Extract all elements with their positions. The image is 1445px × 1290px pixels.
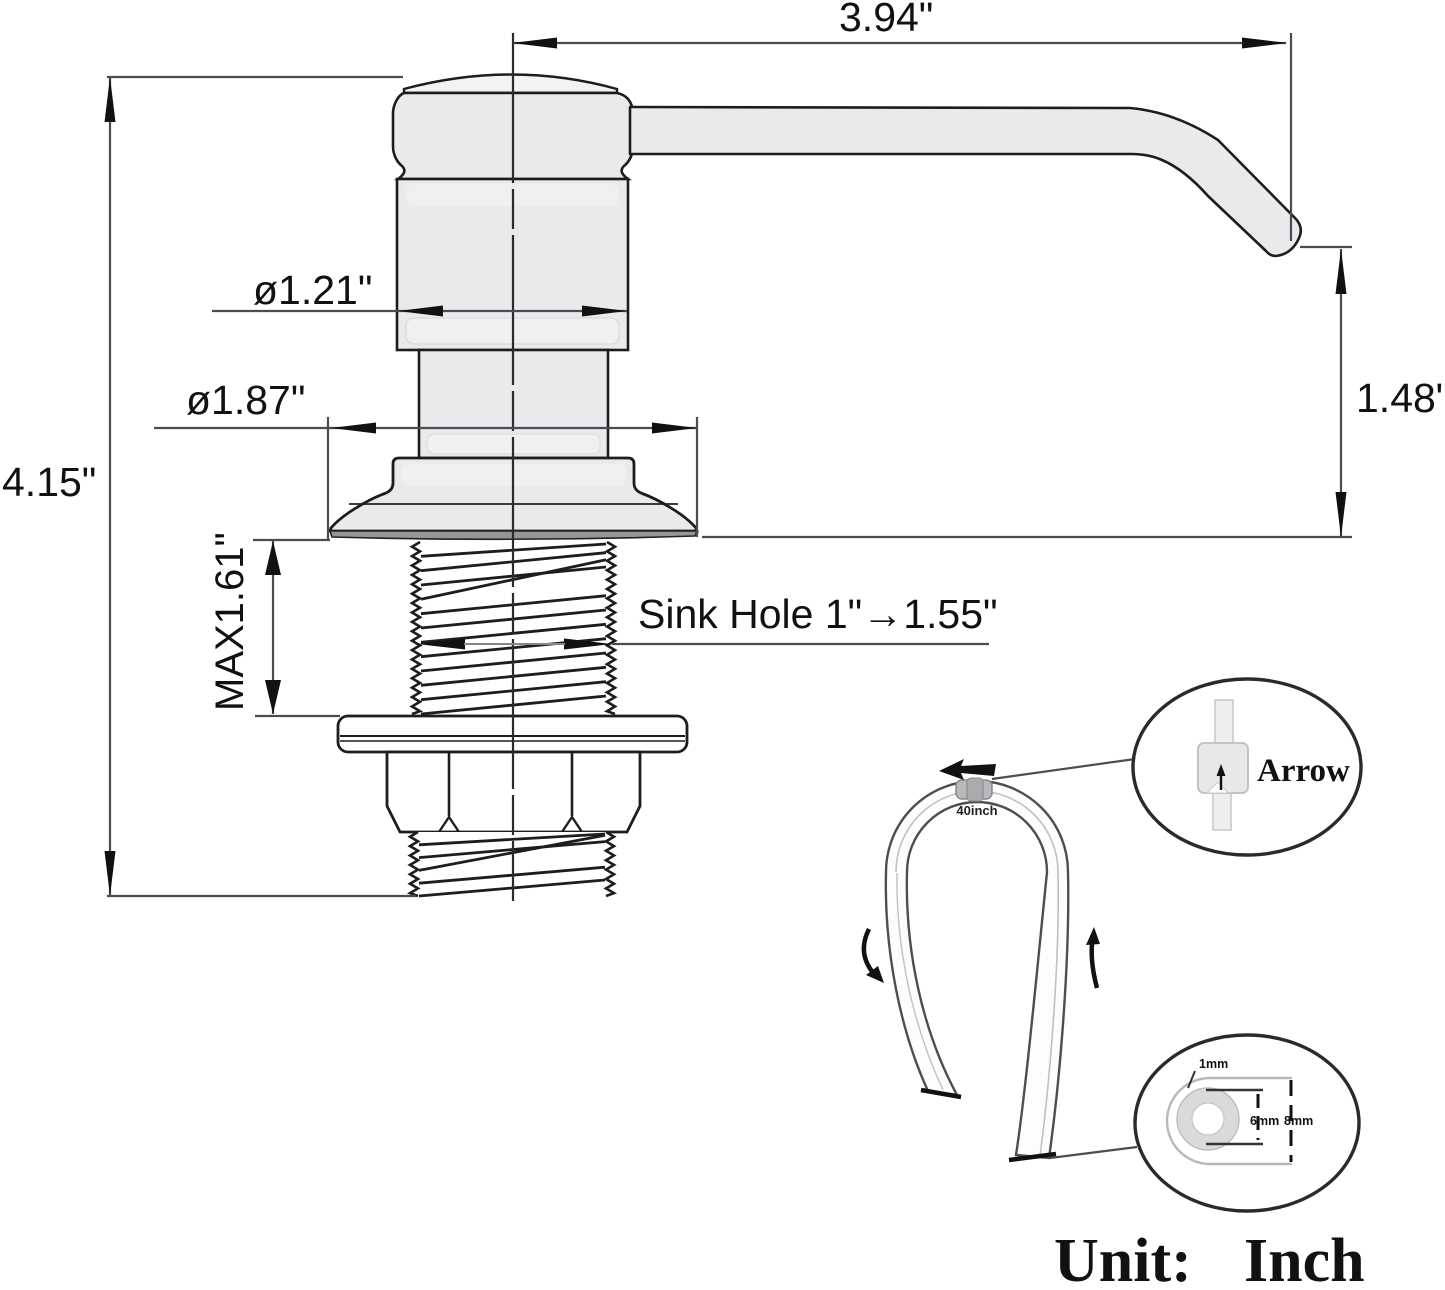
svg-text:MAX1.61": MAX1.61"	[208, 532, 252, 711]
svg-text:4.15": 4.15"	[2, 459, 96, 505]
svg-text:Sink Hole 1"→1.55": Sink Hole 1"→1.55"	[638, 591, 998, 637]
svg-text:40inch: 40inch	[956, 803, 997, 818]
svg-text:ø1.87": ø1.87"	[186, 377, 305, 423]
svg-text:3.94": 3.94"	[839, 0, 933, 40]
svg-text:Unit:: Unit:	[1054, 1227, 1192, 1290]
svg-text:1mm: 1mm	[1199, 1057, 1228, 1071]
svg-text:Arrow: Arrow	[1257, 753, 1350, 789]
svg-text:6mm: 6mm	[1250, 1114, 1279, 1128]
svg-text:Inch: Inch	[1244, 1227, 1365, 1290]
svg-text:8mm: 8mm	[1284, 1114, 1313, 1128]
svg-text:1.48": 1.48"	[1356, 375, 1445, 421]
svg-text:ø1.21": ø1.21"	[253, 267, 372, 313]
